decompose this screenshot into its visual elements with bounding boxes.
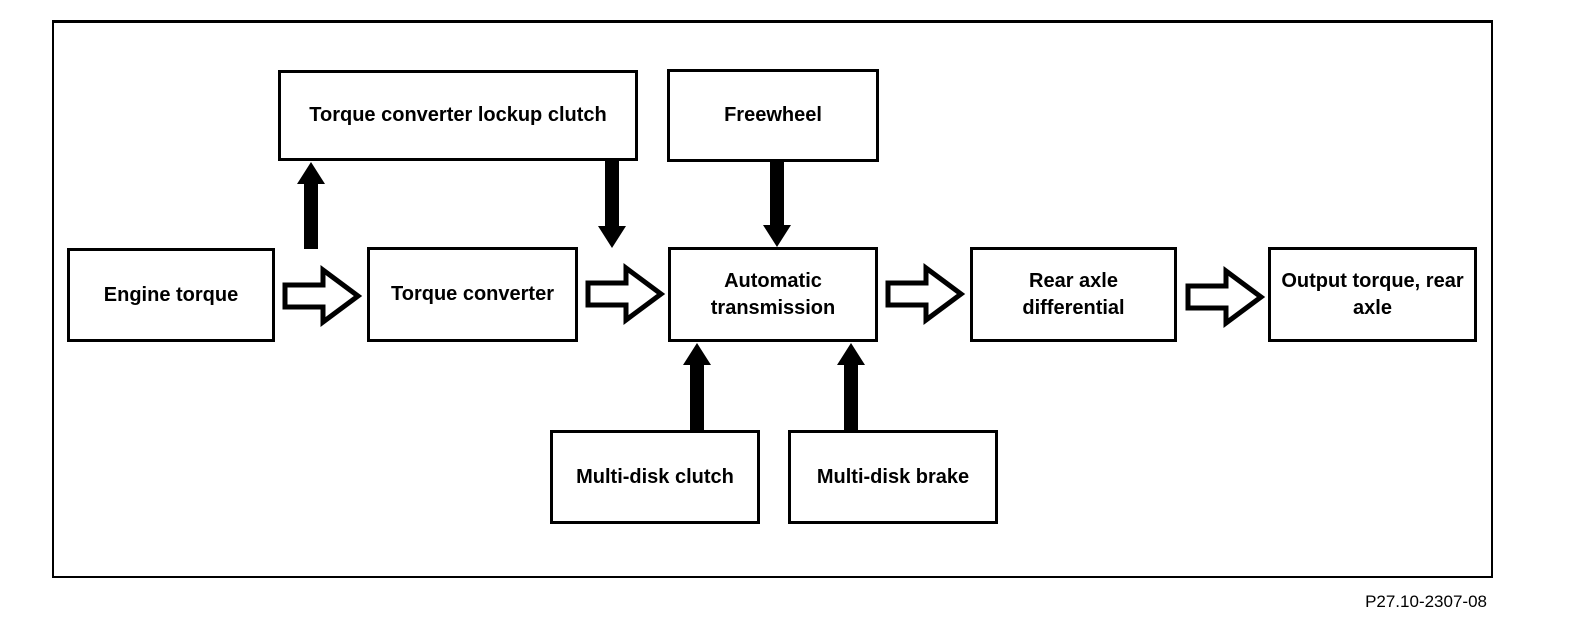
node-output-torque-rear-axle: Output torque, rear axle — [1268, 247, 1477, 342]
node-label: Multi-disk brake — [816, 465, 970, 488]
node-multi-disk-clutch: Multi-disk clutch — [550, 430, 760, 524]
arrow-engine-to-converter — [282, 265, 363, 327]
node-rear-axle-differential: Rear axle differential — [970, 247, 1177, 342]
node-label: Engine torque — [103, 283, 239, 306]
node-torque-converter: Torque converter — [367, 247, 578, 342]
node-label: Multi-disk clutch — [576, 465, 734, 488]
node-multi-disk-brake: Multi-disk brake — [788, 430, 998, 524]
node-label: Rear axle differential — [1022, 269, 1125, 319]
node-label: Output torque, rear axle — [1281, 269, 1464, 319]
node-label: Torque converter lockup clutch — [309, 104, 607, 126]
arrow-multi-disk-brake-to-transmission — [837, 343, 865, 430]
arrow-lockup-clutch-to-transmission — [598, 161, 626, 248]
arrow-converter-to-transmission — [585, 263, 666, 325]
node-freewheel: Freewheel — [667, 69, 879, 162]
arrow-freewheel-to-transmission — [763, 162, 791, 247]
arrow-layer — [282, 161, 1266, 430]
arrow-converter-to-lockup-clutch — [297, 162, 325, 249]
node-engine-torque: Engine torque — [67, 248, 275, 342]
arrow-multi-disk-clutch-to-transmission — [683, 343, 711, 430]
diagram-frame: Engine torque Torque converter Automatic… — [52, 20, 1493, 578]
arrow-differential-to-output — [1185, 266, 1266, 328]
figure-number: P27.10-2307-08 — [1365, 592, 1487, 611]
node-label: Torque converter — [391, 283, 554, 305]
node-torque-converter-lockup-clutch: Torque converter lockup clutch — [278, 70, 638, 161]
node-label: Automatic transmission — [710, 269, 836, 319]
node-automatic-transmission: Automatic transmission — [668, 247, 878, 342]
node-label: Freewheel — [724, 104, 822, 126]
arrow-transmission-to-differential — [885, 263, 966, 325]
